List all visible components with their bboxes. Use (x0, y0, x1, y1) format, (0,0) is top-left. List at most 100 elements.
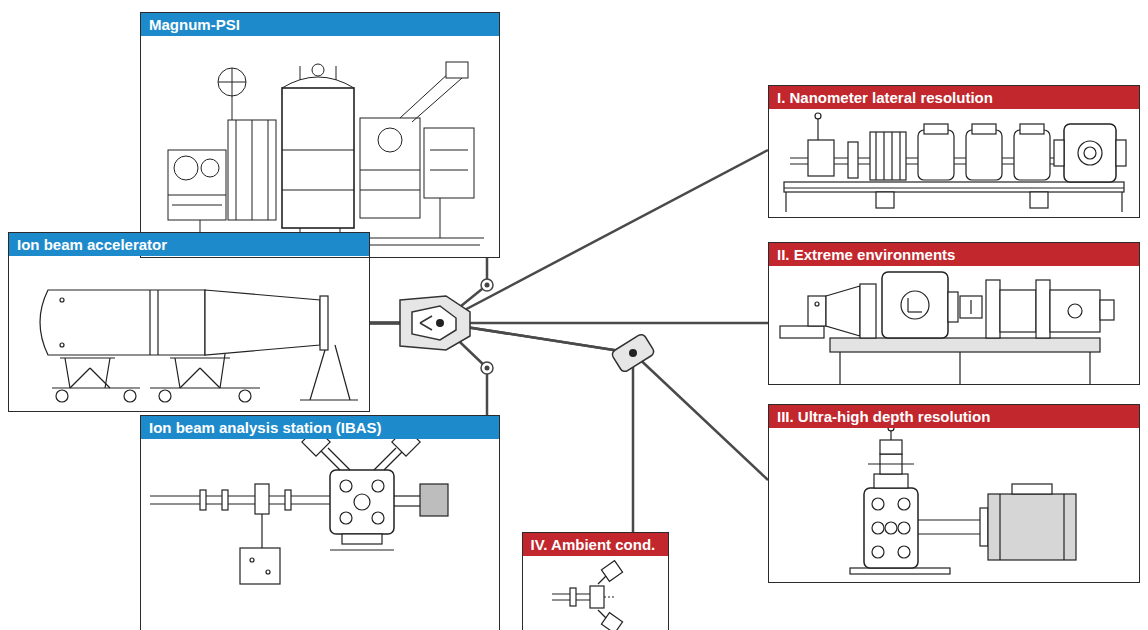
extreme-environments-drawing-part (780, 326, 824, 338)
lateral-resolution-drawing-part (883, 132, 884, 180)
extreme-environments-drawing-part (907, 298, 908, 312)
lateral-resolution-drawing-part (784, 187, 1124, 188)
magnum-psi-drawing-part (201, 159, 219, 177)
facility-panel: Ion beam accelerator (8, 232, 370, 412)
extreme-environments-drawing-part (1100, 300, 1114, 320)
depth-resolution-drawing-part (988, 494, 1076, 560)
extreme-environments-drawing-part (830, 338, 1100, 352)
ibas-drawing-part (328, 448, 350, 470)
lateral-resolution-drawing-part (815, 113, 821, 119)
depth-resolution-drawing-part (898, 522, 910, 534)
magnum-psi-drawing-part (236, 120, 237, 220)
switching-magnet (400, 296, 470, 350)
lateral-resolution-drawing-part (785, 192, 786, 212)
extreme-environments-drawing-part (815, 302, 819, 306)
line-marker-part (481, 279, 493, 291)
lateral-resolution-drawing-part (848, 142, 858, 178)
line-marker (481, 279, 493, 291)
lateral-resolution-drawing-part (808, 140, 834, 176)
panel-heading: Ion beam accelerator (9, 233, 369, 256)
ibas-drawing-part (261, 514, 262, 548)
ibas-drawing-part (200, 490, 206, 510)
lateral-resolution-drawing-part (1064, 124, 1116, 182)
depth-resolution-drawing-part (999, 494, 1000, 560)
extreme-environments-drawing-part (1089, 352, 1090, 384)
ibas-drawing-part (394, 505, 420, 506)
accelerator-drawing-part (239, 390, 251, 402)
magnum-psi-drawing-part (268, 120, 269, 220)
extreme-environments-drawing-part (948, 292, 958, 322)
extreme-environments-drawing-part (986, 280, 1000, 338)
magnum-psi-drawing-part (424, 128, 474, 198)
extreme-environments-drawing-part (1050, 290, 1100, 332)
magnum-psi-drawing-part (430, 170, 468, 171)
accelerator-drawing-part (157, 290, 158, 355)
switching-magnet-part (420, 316, 432, 323)
magnum-psi-drawing-part (282, 190, 354, 191)
accelerator-drawing-part (124, 390, 136, 402)
accelerator-drawing-part (90, 368, 110, 388)
accelerator-drawing-part (205, 290, 320, 355)
depth-resolution-drawing-part (1012, 484, 1052, 494)
depth-resolution-drawing-part (872, 498, 884, 510)
extreme-environments-drawing (780, 272, 1114, 384)
depth-resolution-drawing-part (874, 474, 908, 488)
magnum-psi-drawing-part (172, 205, 222, 206)
lateral-resolution-drawing-part (1078, 141, 1102, 165)
depth-resolution-drawing-part (980, 508, 988, 546)
lateral-resolution-drawing-part (817, 118, 818, 140)
magnum-psi-drawing-part (360, 190, 420, 191)
ibas-drawing-part (250, 558, 254, 562)
depth-resolution-drawing-part (868, 463, 914, 464)
depth-resolution-drawing-part (885, 522, 897, 534)
ibas-drawing-part (354, 494, 370, 510)
switching-magnet-part (400, 296, 470, 350)
accelerator-drawing-part (40, 290, 205, 355)
magnum-psi-drawing-part (360, 118, 420, 218)
switching-magnet-part (420, 323, 432, 330)
lateral-resolution-drawing-part (784, 182, 1124, 192)
accelerator-drawing-part (52, 387, 140, 388)
accelerator-drawing-part (335, 345, 350, 400)
extreme-environments-drawing-part (1036, 280, 1050, 338)
ambient-conditions-drawing-part (604, 596, 614, 597)
panel-heading: I. Nanometer lateral resolution (769, 86, 1139, 109)
beamline-panel: III. Ultra-high depth resolution (768, 404, 1140, 583)
ibas-drawing-part (150, 495, 330, 496)
panel-heading: Magnum-PSI (141, 13, 499, 36)
extreme-environments-drawing-part (970, 300, 971, 314)
magnum-psi-drawing-part (174, 156, 198, 180)
lateral-resolution-drawing-part (870, 132, 906, 180)
depth-resolution-drawing-part (850, 568, 950, 574)
depth-resolution-drawing-part (864, 488, 918, 568)
accelerator-drawing-part (180, 368, 200, 388)
accelerator-drawing-part (65, 358, 70, 388)
accelerator-drawing-part (300, 399, 358, 400)
magnum-psi-drawing-part (312, 64, 324, 76)
accelerator-drawing-part (150, 387, 260, 388)
ibas-drawing-part (150, 503, 330, 504)
beamline-panel: II. Extreme environments (768, 242, 1140, 385)
ambient-conditions-drawing-part (598, 576, 606, 584)
ibas-drawing-part (394, 495, 420, 496)
accelerator-drawing-part (320, 296, 328, 350)
depth-resolution-drawing (850, 425, 1076, 574)
ibas-drawing-part (342, 534, 382, 544)
accelerator-drawing-part (159, 390, 171, 402)
lateral-resolution-drawing-part (875, 132, 876, 180)
magnum-psi-drawing-part (378, 128, 402, 152)
depth-resolution-drawing-part (898, 498, 910, 510)
accelerator-drawing (40, 290, 358, 402)
accelerator-drawing-part (60, 343, 64, 347)
extreme-environments-drawing-part (1000, 290, 1036, 332)
extreme-environments-drawing-part (808, 296, 826, 326)
magnum-psi-drawing-part (232, 68, 233, 96)
ambient-conditions-drawing-part (598, 610, 606, 618)
lateral-resolution-drawing-part (1121, 192, 1122, 212)
accelerator-drawing-part (60, 298, 64, 302)
depth-resolution-drawing-part (1063, 494, 1064, 560)
line-marker (481, 362, 493, 374)
line-marker-part (485, 283, 490, 288)
accelerator-drawing-part (175, 358, 180, 388)
